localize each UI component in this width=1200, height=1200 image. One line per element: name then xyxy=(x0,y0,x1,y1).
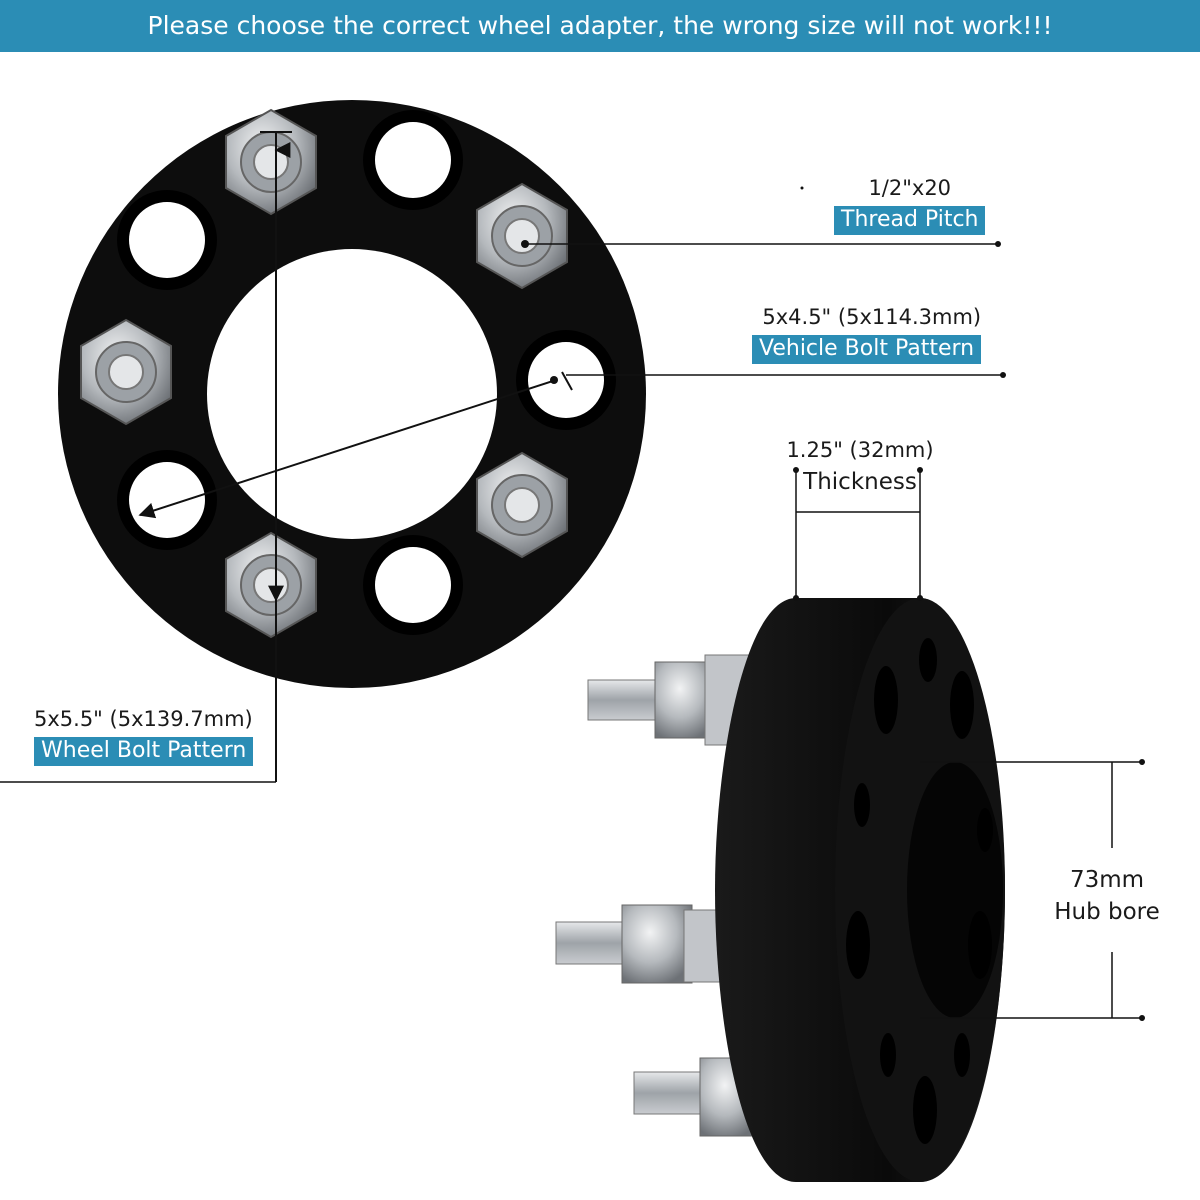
spec-thickness: 1.25" (32mm) Thickness xyxy=(780,434,940,498)
spec-wheel-bolt-pattern: 5x5.5" (5x139.7mm) Wheel Bolt Pattern xyxy=(34,707,254,766)
front-view-adapter xyxy=(58,100,646,782)
side-dimension-dots xyxy=(793,467,1145,1021)
side-view-hub-bore xyxy=(907,762,1003,1018)
leader-dots xyxy=(521,186,1006,384)
vehicle-bolt-holes xyxy=(117,110,616,635)
side-dimension-lines xyxy=(795,470,1142,1019)
side-view-face-holes xyxy=(846,638,993,1144)
thickness-label: Thickness xyxy=(803,469,917,495)
hub-bore-label: Hub bore xyxy=(1054,899,1160,925)
spec-hub-bore: 73mm Hub bore xyxy=(1044,864,1170,928)
thread-pitch-value: 1/2"x20 xyxy=(868,176,952,200)
warning-banner-text: Please choose the correct wheel adapter,… xyxy=(147,11,1053,40)
vehicle-bolt-pattern-label: Vehicle Bolt Pattern xyxy=(752,335,982,364)
spec-vehicle-bolt-pattern: 5x4.5" (5x114.3mm) Vehicle Bolt Pattern xyxy=(752,305,982,364)
center-bore xyxy=(207,249,497,539)
warning-banner: Please choose the correct wheel adapter,… xyxy=(0,0,1200,52)
thickness-value: 1.25" (32mm) xyxy=(786,438,934,462)
vehicle-bolt-pattern-value: 5x4.5" (5x114.3mm) xyxy=(762,305,982,329)
hub-bore-value: 73mm xyxy=(1069,867,1145,893)
spec-thread-pitch: 1/2"x20 Thread Pitch xyxy=(834,176,986,235)
wheel-bolt-pattern-value: 5x5.5" (5x139.7mm) xyxy=(34,707,253,731)
thread-pitch-label: Thread Pitch xyxy=(834,206,986,235)
side-view-adapter xyxy=(555,598,1005,1182)
wheel-bolt-pattern-label: Wheel Bolt Pattern xyxy=(34,737,254,766)
front-dimension-lines xyxy=(138,131,573,782)
callout-leader-lines xyxy=(0,243,1003,783)
